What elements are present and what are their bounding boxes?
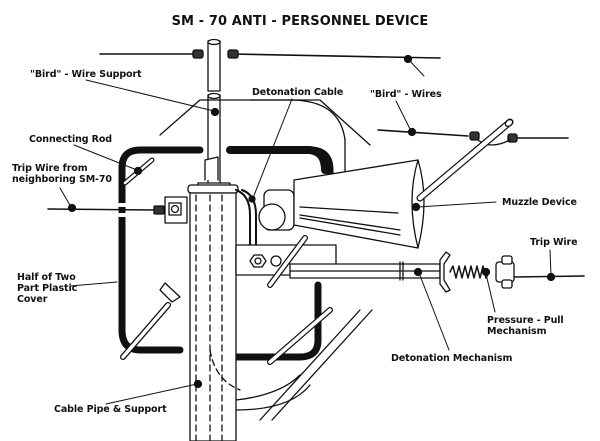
- leader-bird-wires-top: [408, 59, 425, 77]
- leader-connecting-rod: [73, 144, 138, 171]
- pointer-dot: [248, 195, 256, 203]
- connecting-rod: [122, 157, 155, 186]
- diagonal-support: [267, 118, 514, 288]
- leader-cable-pipe: [105, 383, 198, 405]
- label-trip-wire-neighbor: Trip Wire from neighboring SM-70: [12, 163, 112, 185]
- leader-lines: [59, 59, 552, 405]
- wire-clip: [469, 131, 480, 141]
- detonation-cable: [226, 146, 329, 251]
- leader-detonation-cable: [252, 98, 293, 199]
- label-bird-wires: "Bird" - Wires: [370, 89, 442, 100]
- pointer-dot: [413, 267, 423, 277]
- detonation-mechanism: [289, 251, 451, 293]
- top-bird-wire: [99, 49, 441, 64]
- lower-bird-wire: [377, 127, 569, 146]
- pointer-dot: [407, 127, 417, 137]
- cable-pipe: [187, 156, 311, 441]
- label-cable-pipe: Cable Pipe & Support: [54, 404, 167, 415]
- label-pressure-pull: Pressure - Pull Mechanism: [487, 315, 564, 337]
- muzzle-device: [293, 159, 425, 249]
- label-connecting-rod: Connecting Rod: [29, 134, 113, 145]
- leader-bird-wire-support: [85, 79, 215, 112]
- pointer-dot: [210, 107, 220, 117]
- label-plastic-cover: Half of Two Part Plastic Cover: [17, 272, 78, 305]
- leader-trip-wire-neighbor: [59, 187, 72, 208]
- leader-detonation-mechanism: [418, 272, 450, 351]
- leader-trip-wire: [549, 249, 552, 276]
- label-bird-wire-support: "Bird" - Wire Support: [30, 69, 142, 80]
- hex-nut: [249, 254, 267, 268]
- lower-struts: [120, 282, 373, 421]
- label-muzzle-device: Muzzle Device: [502, 197, 577, 208]
- wire-clip: [153, 205, 165, 215]
- leader-plastic-cover: [69, 281, 118, 287]
- pointer-dot: [193, 379, 203, 389]
- plastic-cover-back: [159, 99, 371, 181]
- label-detonation-mechanism: Detonation Mechanism: [391, 353, 513, 364]
- label-trip-wire: Trip Wire: [530, 237, 578, 248]
- wire-clip: [227, 49, 239, 59]
- diagram-title: SM - 70 ANTI - PERSONNEL DEVICE: [171, 14, 429, 29]
- leader-pressure-pull: [485, 273, 496, 313]
- leader-muzzle-device: [417, 201, 497, 208]
- pointer-dot: [67, 203, 77, 213]
- trip-wire-neighbor: [47, 196, 188, 224]
- leader-bird-wires-bottom: [395, 100, 412, 132]
- pressure-pull-mechanism: [449, 255, 585, 289]
- wire-clip: [192, 49, 204, 59]
- pointer-dot: [133, 166, 143, 176]
- label-detonation-cable: Detonation Cable: [252, 87, 344, 98]
